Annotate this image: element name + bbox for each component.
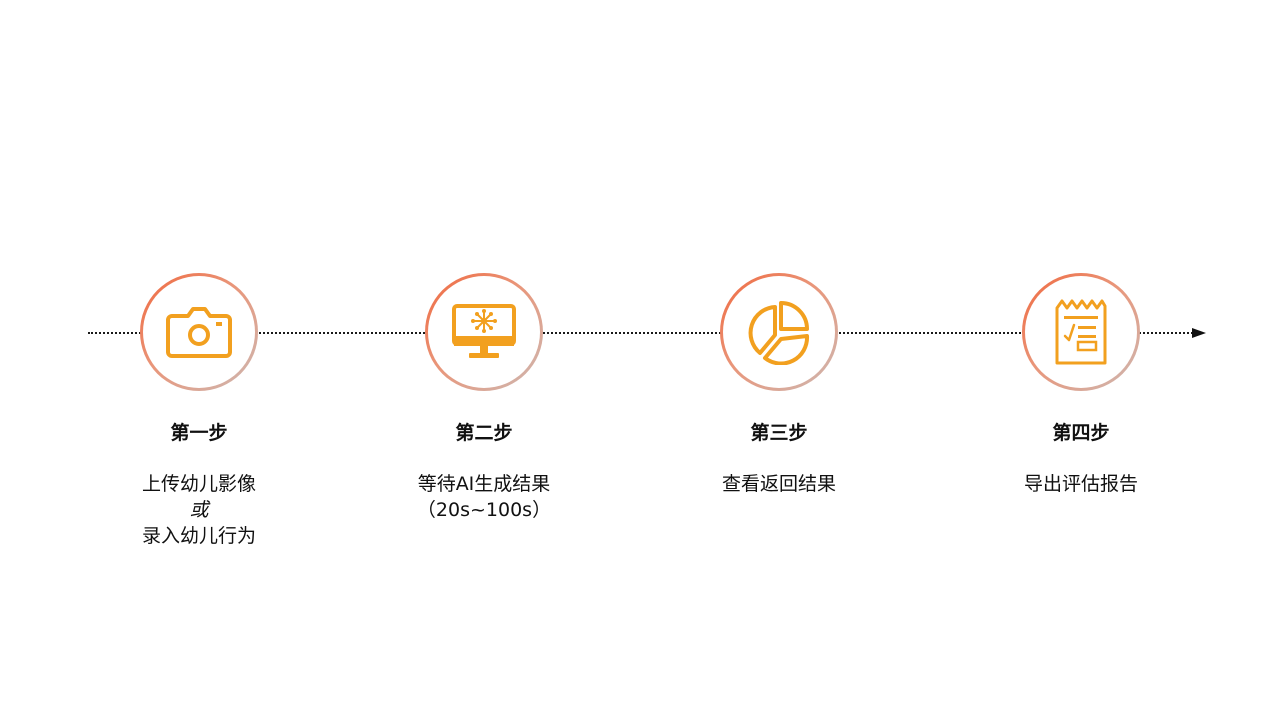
step-2-desc-line-1: 等待AI生成结果: [417, 473, 551, 495]
step-3-desc-line-1: 查看返回结果: [721, 473, 836, 495]
step-1-desc-line-1: 上传幼儿影像: [141, 473, 256, 495]
step-4-title: 第四步: [1052, 422, 1110, 444]
receipt-checklist-icon: [1054, 298, 1108, 366]
step-1: 第一步 上传幼儿影像 或 录入幼儿行为: [99, 273, 299, 549]
step-2-ring: [425, 273, 543, 391]
step-2-desc-line-2: （20s~100s）: [416, 499, 552, 521]
step-3: 第三步 查看返回结果: [679, 273, 879, 497]
step-1-desc-line-2: 或: [189, 499, 209, 521]
timeline-arrow-icon: [1192, 328, 1206, 338]
step-4-ring: [1022, 273, 1140, 391]
step-1-title: 第一步: [170, 422, 228, 444]
camera-icon: [166, 306, 232, 358]
step-3-description: 查看返回结果: [679, 471, 879, 497]
pie-chart-icon: [746, 299, 812, 365]
step-3-ring: [720, 273, 838, 391]
timeline-line: [88, 332, 1196, 334]
step-4-desc-line-1: 导出评估报告: [1023, 473, 1138, 495]
step-4-description: 导出评估报告: [981, 471, 1181, 497]
step-1-desc-line-3: 录入幼儿行为: [141, 525, 256, 547]
step-2-title: 第二步: [455, 422, 513, 444]
step-2-description: 等待AI生成结果 （20s~100s）: [384, 471, 584, 523]
step-2: 第二步 等待AI生成结果 （20s~100s）: [384, 273, 584, 523]
step-4: 第四步 导出评估报告: [981, 273, 1181, 497]
step-1-ring: [140, 273, 258, 391]
step-1-description: 上传幼儿影像 或 录入幼儿行为: [99, 471, 299, 549]
step-3-title: 第三步: [750, 422, 808, 444]
monitor-network-icon: [451, 303, 517, 361]
